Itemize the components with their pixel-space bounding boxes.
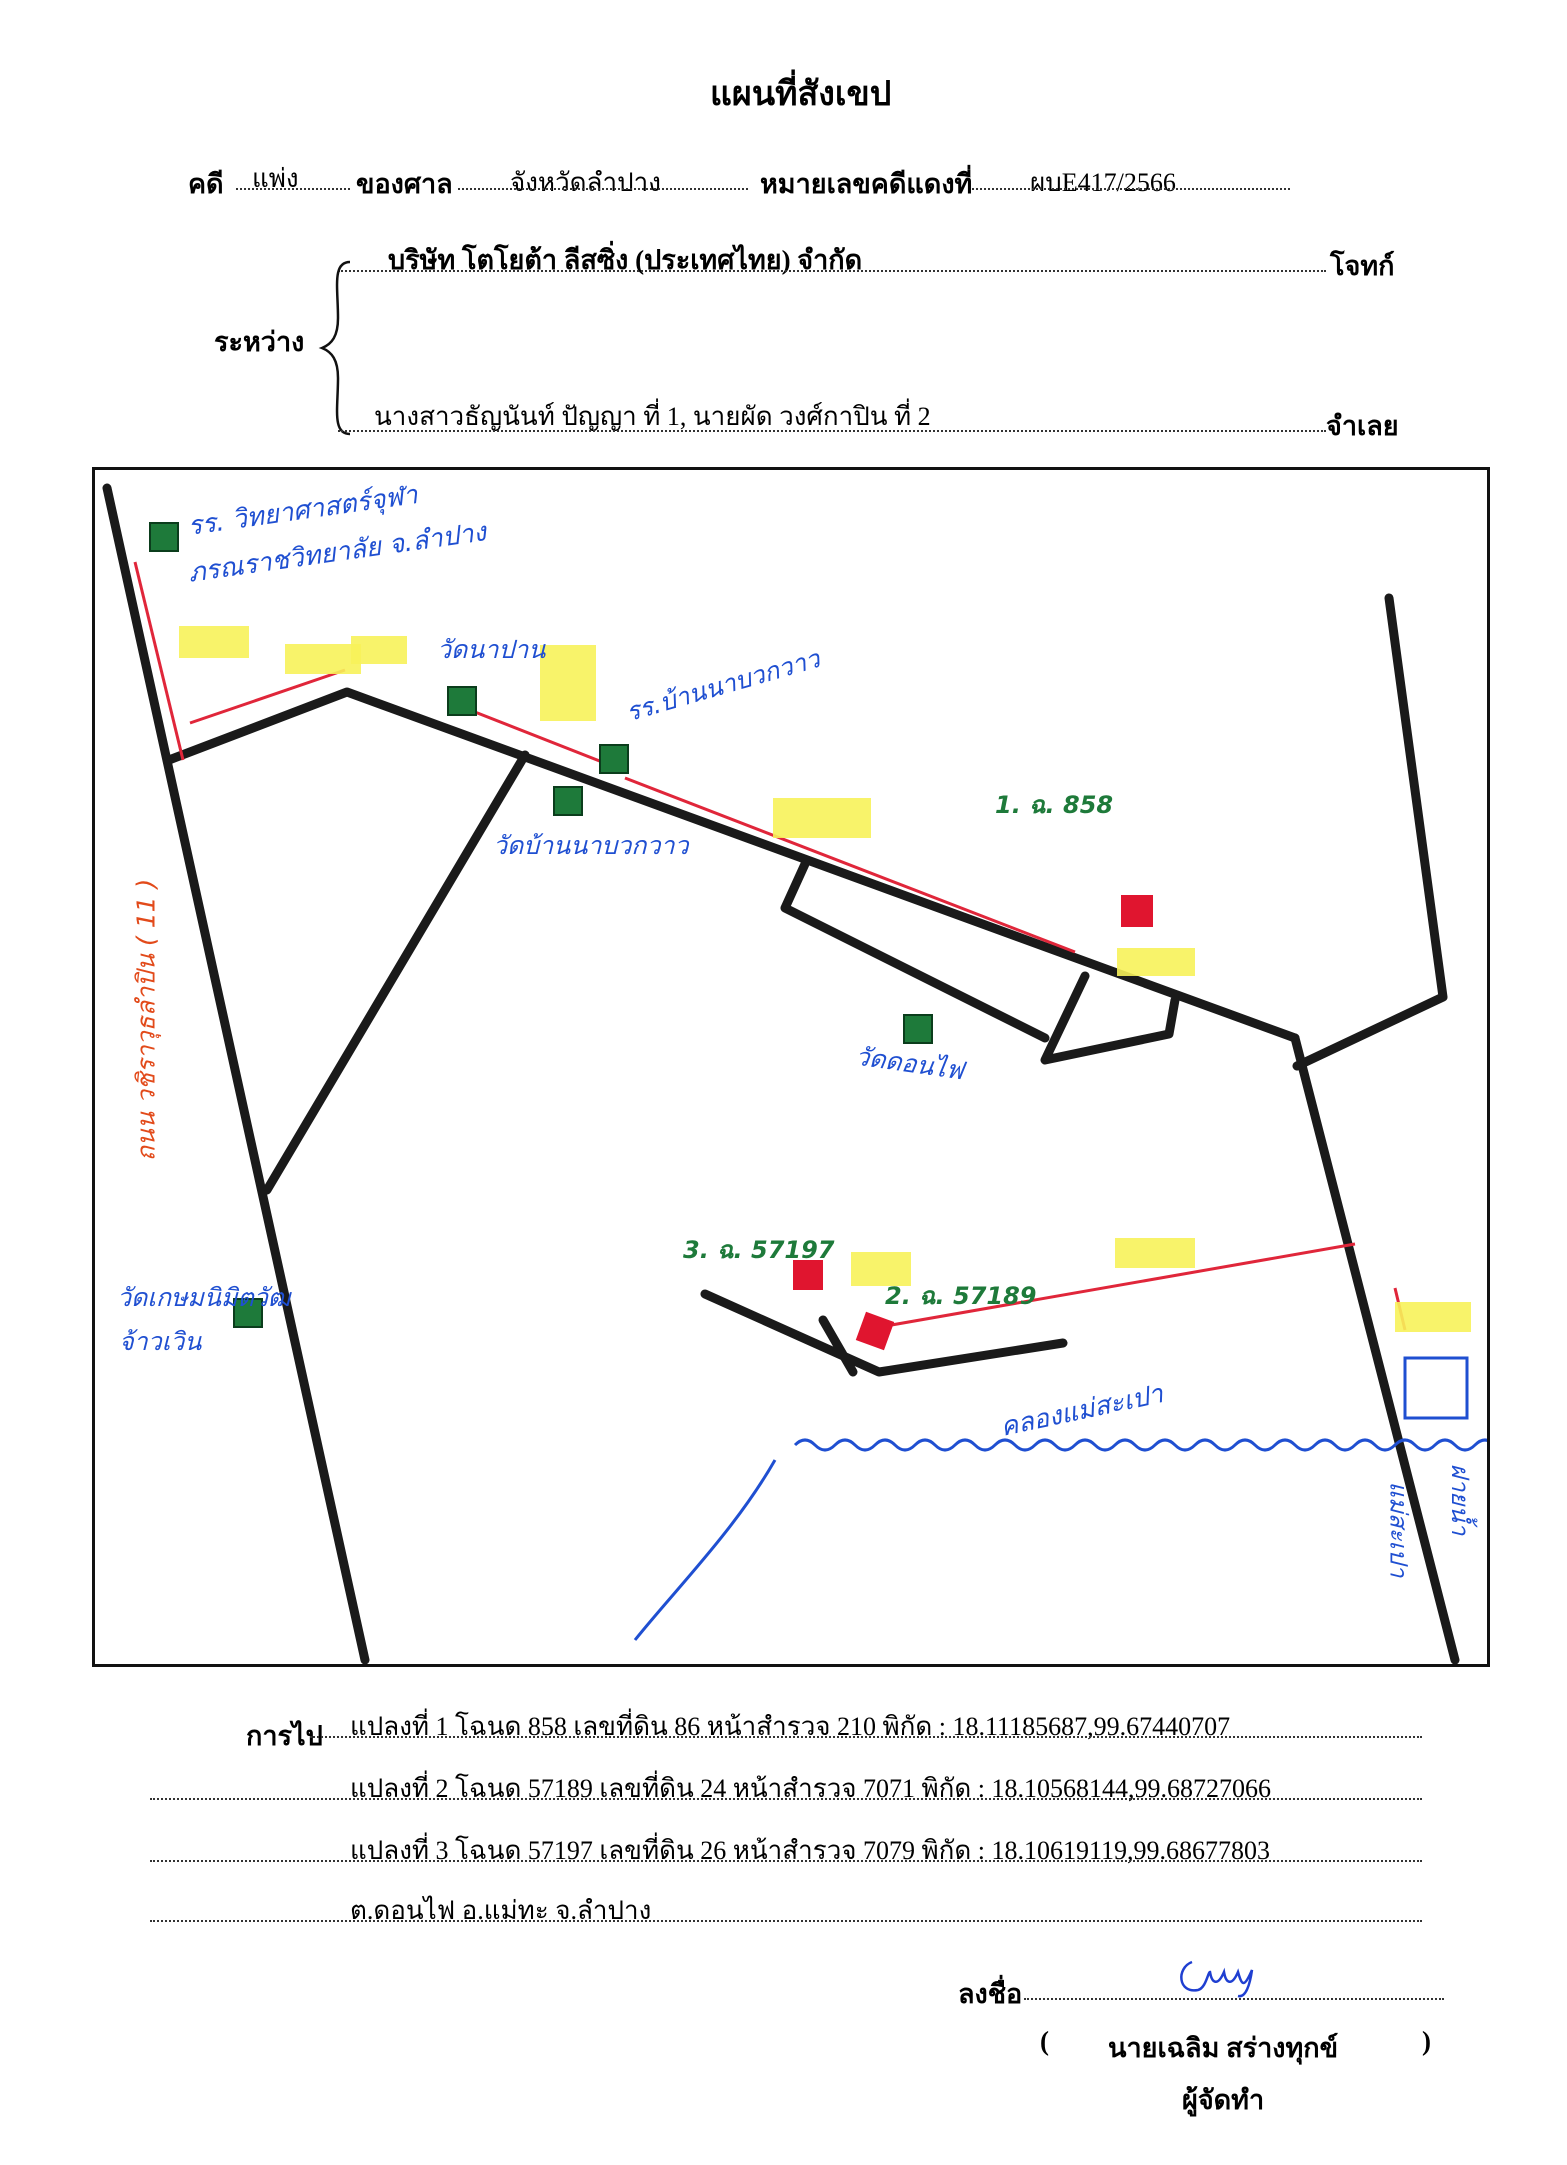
plot2-label: 2. ฉ. 57189 <box>885 1282 1037 1310</box>
party-brace <box>318 260 351 436</box>
court-value: จังหวัดลำปาง <box>510 168 661 197</box>
directions-dots-3 <box>150 1860 1422 1862</box>
distance-highlight-4 <box>540 645 596 721</box>
court-label: ของศาล <box>356 169 453 199</box>
landmark-square-icon <box>903 1014 933 1044</box>
signer-open-paren: ( <box>1040 2026 1049 2056</box>
wat-kasem-label-line2: จ้าวเวิน <box>119 1327 202 1356</box>
distance-highlight-7 <box>851 1252 911 1286</box>
distance-highlight-2 <box>285 644 361 674</box>
sketch-map: รร. วิทยาศาสตร์จุฬา ภรณราชวิทยาลัย จ.ลำป… <box>92 467 1490 1667</box>
directions-dots-4 <box>150 1920 1422 1922</box>
east-road <box>1290 1033 1460 1664</box>
plaintiff-dots <box>338 270 1326 272</box>
signer-name: นายเฉลิม สร่างทุกข์ <box>1108 2033 1339 2063</box>
distance-lines <box>133 561 1407 1332</box>
sign-label: ลงชื่อ <box>958 1979 1023 2009</box>
landmark-square-icon <box>447 686 477 716</box>
weir-box-icon <box>1403 1356 1469 1420</box>
document-title: แผนที่สังเขป <box>710 76 892 113</box>
river-line <box>633 1459 777 1641</box>
directions-row-2: แปลงที่ 2 โฉนด 57189 เลขที่ดิน 24 หน้าสำ… <box>350 1774 1272 1803</box>
plot-marker-icon <box>1121 895 1153 927</box>
case-type-dots <box>236 188 350 190</box>
directions-label: การไป <box>246 1721 323 1751</box>
signer-role: ผู้จัดทำ <box>1182 2085 1265 2115</box>
directions-row-3: แปลงที่ 3 โฉนด 57197 เลขที่ดิน 26 หน้าสำ… <box>350 1836 1271 1865</box>
plaintiff-role: โจทก์ <box>1330 251 1395 281</box>
road-label: ถนน วชิราวุธลำปิน ( 11 ) <box>131 878 161 1162</box>
plot3-label: 3. ฉ. 57197 <box>683 1236 835 1264</box>
defendant-names: นางสาวธัญนันท์ ปัญญา ที่ 1, นายผัด วงศ์ก… <box>374 402 931 431</box>
main-highway <box>102 483 370 1664</box>
wat-kasem-label: วัดเกษมนิมิตวัฒ <box>117 1283 291 1312</box>
landmark-square-icon <box>149 522 179 552</box>
landmark-square-icon <box>553 786 583 816</box>
wat-ban-na-label: วัดบ้านนาบวกวาว <box>493 831 689 860</box>
red-case-number-value: ผบE417/2566 <box>1030 168 1176 197</box>
between-label: ระหว่าง <box>214 327 305 357</box>
landmark-square-icon <box>599 744 629 774</box>
north-east-road <box>1292 593 1448 1071</box>
canal-line-1 <box>793 1438 1487 1452</box>
wat-pa-nan-label: วัดนาปาน <box>437 635 546 664</box>
map-drawing <box>102 483 1487 1664</box>
court-dots <box>458 188 748 190</box>
distance-highlight-6 <box>1117 948 1195 976</box>
loop-road <box>780 859 1050 1043</box>
roads <box>102 483 1460 1664</box>
water-features <box>633 1438 1487 1641</box>
distance-highlight-1 <box>179 626 249 658</box>
distance-highlight-8 <box>1115 1238 1195 1268</box>
sign-dots <box>1024 1998 1444 2000</box>
river-label: แม่สะเปา <box>1384 1481 1413 1578</box>
loop-road-2 <box>1040 971 1180 1065</box>
case-type-value: แพ่ง <box>252 164 299 193</box>
directions-row-4: ต.ดอนไฟ อ.แม่ทะ จ.ลำปาง <box>350 1896 652 1925</box>
distance-highlight-9 <box>1395 1302 1471 1332</box>
red-case-number-dots <box>972 188 1290 190</box>
signature-scribble <box>1180 1960 1254 1998</box>
landmark-square-icon <box>233 1298 263 1328</box>
defendant-role: จำเลย <box>1326 411 1399 441</box>
plot-marker-icon <box>793 1260 823 1290</box>
red-case-number-label: หมายเลขคดีแดงที่ <box>760 169 973 199</box>
distance-highlight-3 <box>351 636 407 664</box>
signer-close-paren: ) <box>1422 2026 1431 2056</box>
distance-highlight-5 <box>773 798 871 838</box>
south-road <box>700 1289 1068 1377</box>
case-label: คดี <box>188 169 224 199</box>
south-spur <box>818 1315 858 1377</box>
plaintiff-name: บริษัท โตโยต้า ลีสซิ่ง (ประเทศไทย) จำกัด <box>388 245 863 275</box>
directions-dots-2 <box>150 1798 1422 1800</box>
spur-road-1 <box>262 750 530 1195</box>
directions-dots-1 <box>310 1736 1422 1738</box>
branch-road-west <box>164 687 1300 1043</box>
defendant-dots <box>338 430 1326 432</box>
weir-label: ฝายน้ำ <box>1446 1463 1475 1536</box>
directions-row-1: แปลงที่ 1 โฉนด 858 เลขที่ดิน 86 หน้าสำรว… <box>350 1712 1231 1741</box>
plot1-label: 1. ฉ. 858 <box>995 791 1114 819</box>
